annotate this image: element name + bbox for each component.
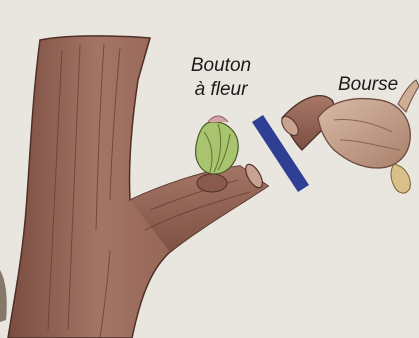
leaf-fragment [0,270,7,322]
label-bouton-line1: Bouton [178,54,264,78]
label-bourse: Bourse [338,73,418,97]
label-bouton-line2: à fleur [178,78,264,102]
label-bouton-a-fleur: Bouton à fleur [178,54,264,102]
